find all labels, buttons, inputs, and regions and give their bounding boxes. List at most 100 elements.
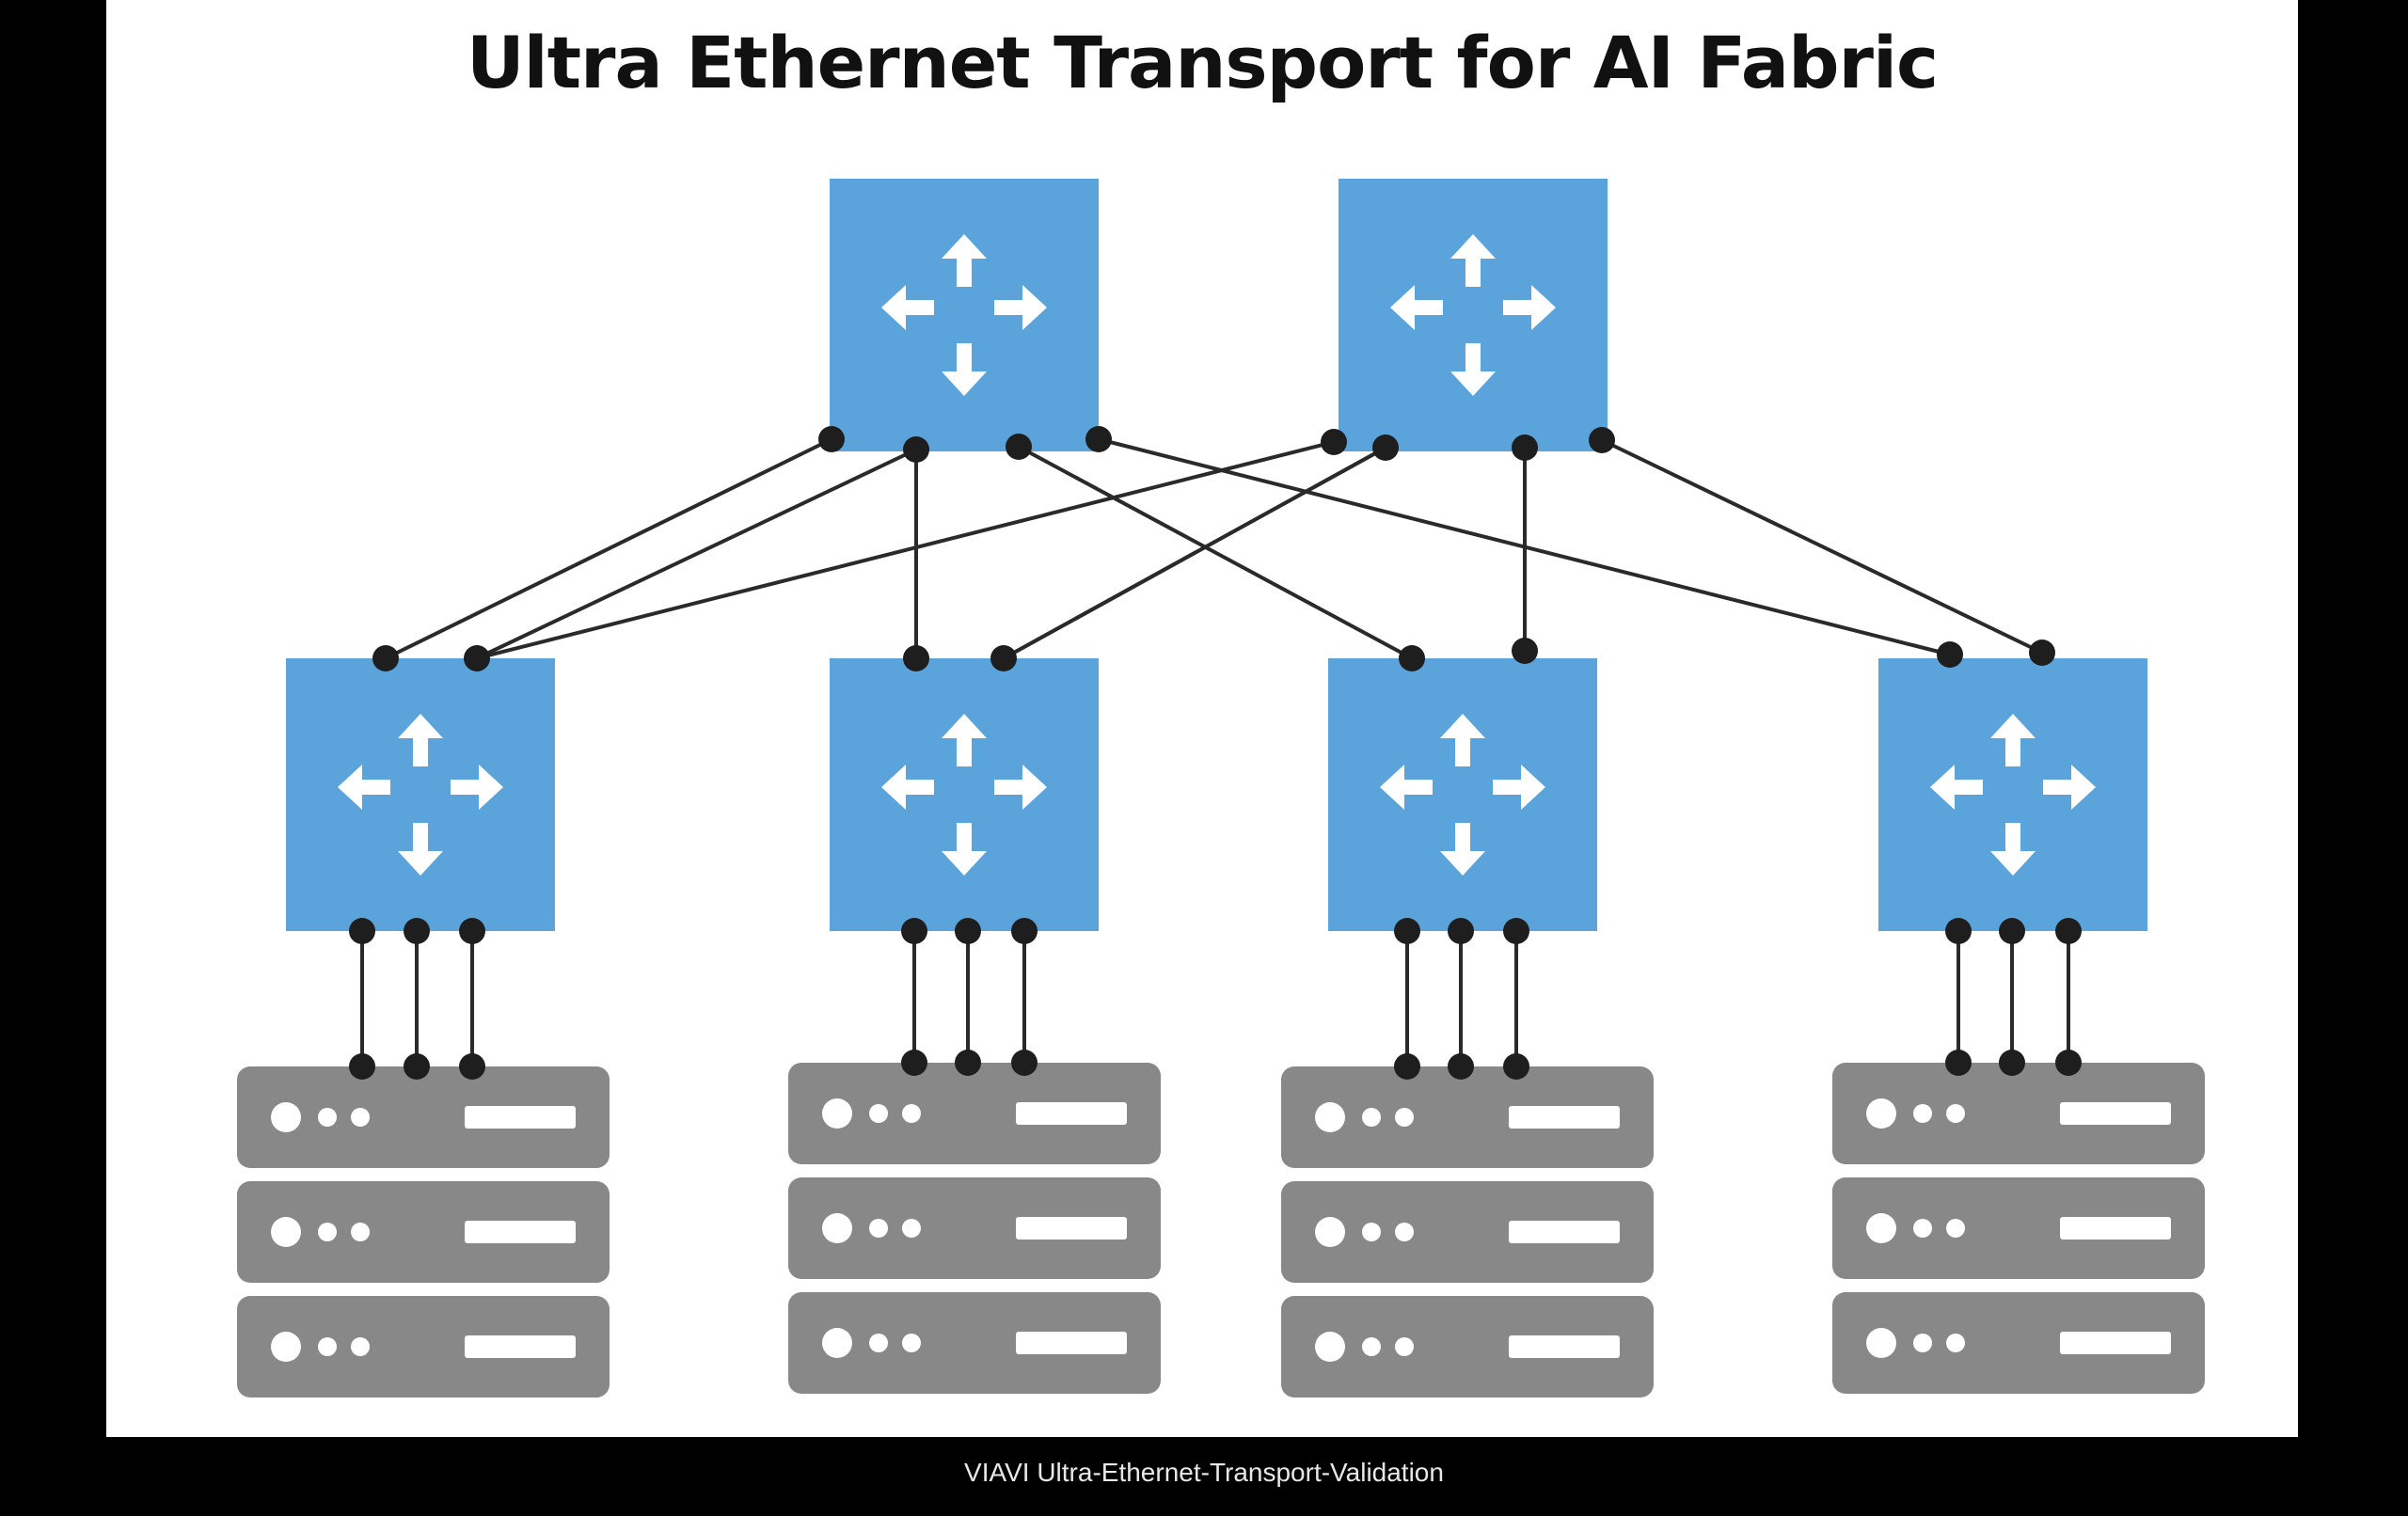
server-led-large [822,1213,852,1243]
server-led-large [1866,1098,1896,1129]
port-dot [1085,426,1112,452]
server-led-large [1315,1102,1345,1132]
server-led-large [271,1102,301,1132]
diagram-title: Ultra Ethernet Transport for AI Fabric [466,21,1939,104]
port-dot [1999,1050,2025,1076]
server-led-small [869,1104,888,1123]
leaf-switch-3 [1328,658,1597,931]
port-dot [1945,1050,1972,1076]
port-dot [1394,918,1420,944]
server-chassis [1832,1063,2205,1164]
port-dot [2029,640,2055,666]
port-layer [349,426,2082,1080]
port-dot [1448,1053,1474,1080]
server-led-large [822,1328,852,1358]
server-drive-slot [2060,1102,2171,1125]
server-led-small [351,1223,370,1241]
server-chassis [1281,1066,1654,1168]
server-chassis [1832,1177,2205,1279]
spine-switch-1 [830,179,1099,451]
server-chassis [237,1066,610,1168]
server-led-large [271,1332,301,1362]
server-rack-icon [1832,1177,2205,1279]
port-dot [1503,1053,1529,1080]
server-led-small [1913,1104,1932,1123]
port-dot [1589,427,1615,453]
server-led-small [1362,1337,1381,1356]
server-led-small [1362,1223,1381,1241]
server-led-small [318,1223,337,1241]
server-stack-3 [1281,1066,1654,1398]
server-rack-icon [1281,1066,1654,1168]
leaf-switch-2-body [830,658,1099,931]
port-dot [1006,434,1032,460]
server-led-small [902,1104,921,1123]
leaf-switch-1 [286,658,555,931]
port-dot [349,918,375,944]
server-led-large [1866,1328,1896,1358]
server-rack-icon [788,1063,1161,1164]
server-led-small [318,1108,337,1127]
server-led-small [902,1219,921,1238]
server-led-small [1913,1334,1932,1352]
server-chassis [788,1063,1161,1164]
server-led-large [822,1098,852,1129]
server-rack-icon [237,1296,610,1398]
server-rack-icon [237,1066,610,1168]
port-dot [1945,918,1972,944]
port-dot [955,918,981,944]
server-chassis [1832,1292,2205,1394]
leaf-switch-4-body [1878,658,2147,931]
port-dot [464,645,490,671]
server-led-small [869,1219,888,1238]
server-led-small [1946,1219,1965,1238]
server-rack-icon [237,1181,610,1283]
server-drive-slot [465,1221,576,1243]
links-layer [360,437,2070,1066]
server-drive-slot [1509,1106,1620,1129]
server-stack-4 [1832,1063,2205,1394]
port-dot [1394,1053,1420,1080]
server-led-large [1315,1332,1345,1362]
server-rack-icon [788,1292,1161,1394]
server-drive-slot [465,1106,576,1129]
server-led-small [1395,1223,1414,1241]
port-dot [1011,918,1038,944]
network-diagram [237,179,2205,1398]
port-dot [1372,434,1399,461]
image-caption: VIAVI Ultra-Ethernet-Transport-Validatio… [964,1458,1444,1487]
server-led-large [1315,1217,1345,1247]
port-dot [1999,918,2025,944]
server-rack-icon [788,1177,1161,1279]
port-dot [2055,918,2082,944]
server-rack-icon [1281,1296,1654,1398]
spine-leaf-link [1018,445,1413,660]
server-led-small [1395,1337,1414,1356]
server-rack-icon [1832,1063,2205,1164]
spine-leaf-link [476,448,917,660]
server-chassis [1281,1181,1654,1283]
server-chassis [788,1177,1161,1279]
port-dot [372,645,399,671]
port-dot [1937,641,1963,668]
server-led-small [351,1108,370,1127]
server-drive-slot [1509,1335,1620,1358]
server-led-small [869,1334,888,1352]
server-led-small [1395,1108,1414,1127]
leaf-switch-3-body [1328,658,1597,931]
port-dot [990,645,1017,671]
server-drive-slot [1509,1221,1620,1243]
port-dot [459,1053,485,1080]
server-rack-icon [1832,1292,2205,1394]
port-dot [901,918,927,944]
port-dot [1512,638,1538,664]
server-drive-slot [1016,1332,1127,1354]
server-stack-2 [788,1063,1161,1394]
server-led-small [318,1337,337,1356]
port-dot [955,1050,981,1076]
server-drive-slot [2060,1332,2171,1354]
server-led-small [1946,1334,1965,1352]
server-led-large [271,1217,301,1247]
port-dot [1399,645,1425,671]
server-led-small [902,1334,921,1352]
